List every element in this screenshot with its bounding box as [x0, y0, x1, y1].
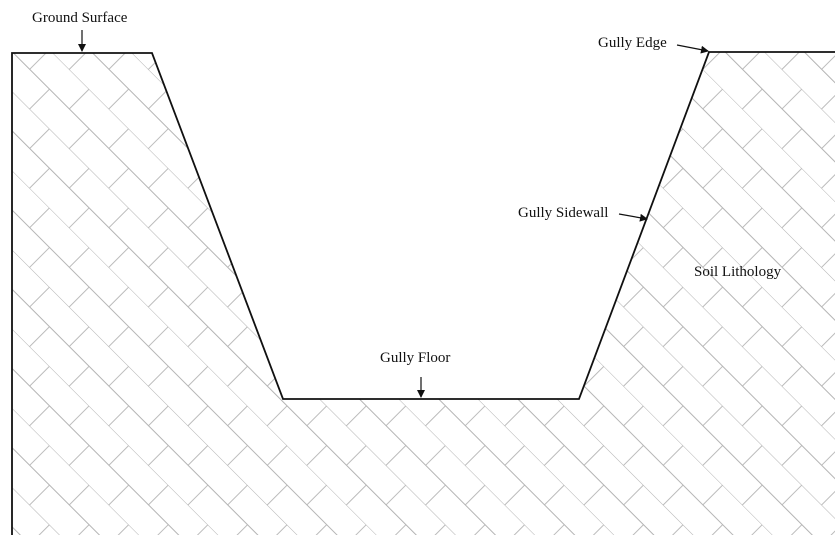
gully-floor-label: Gully Floor: [380, 350, 450, 366]
soil-lithology-label: Soil Lithology: [694, 264, 782, 280]
gully-sidewall-arrow: [619, 214, 647, 219]
gully-edge-arrow: [677, 45, 708, 51]
ground-surface-label: Ground Surface: [32, 10, 128, 26]
soil-body: [12, 52, 835, 535]
gully-sidewall-label: Gully Sidewall: [518, 205, 608, 221]
gully-edge-label: Gully Edge: [598, 35, 667, 51]
